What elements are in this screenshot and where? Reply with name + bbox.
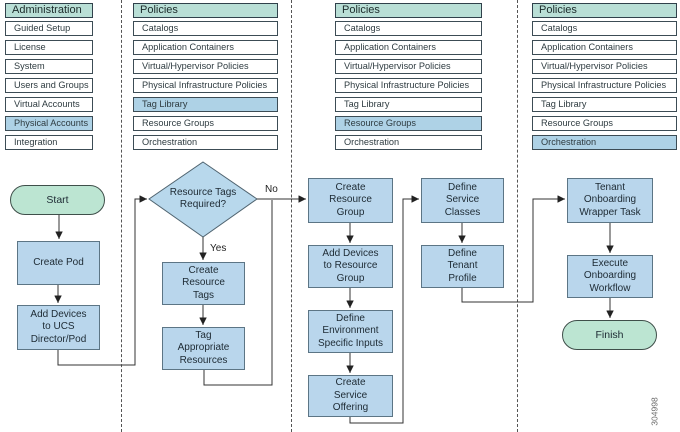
menu-item-catalogs[interactable]: Catalogs [335, 21, 482, 36]
flow-node-create-resource-group: Create Resource Group [308, 178, 393, 223]
menu-item-orchestration[interactable]: Orchestration [335, 135, 482, 150]
flow-node-resource-tags-required: Resource Tags Required? [169, 186, 237, 211]
menu-item-catalogs[interactable]: Catalogs [133, 21, 278, 36]
connector-profile-to-wrapper [461, 195, 565, 303]
panel-title-administration: Administration [5, 3, 93, 18]
panel-title-policies: Policies [532, 3, 677, 18]
flow-node-execute-onboarding-workflow: Execute Onboarding Workflow [567, 255, 653, 298]
figure-number: 304998 [649, 397, 660, 426]
menu-item-catalogs[interactable]: Catalogs [532, 21, 677, 36]
menu-item-orchestration[interactable]: Orchestration [133, 135, 278, 150]
menu-item-system[interactable]: System [5, 59, 93, 74]
menu-item-physical-accounts[interactable]: Physical Accounts [5, 116, 93, 131]
connector-offering-to-classes [349, 195, 419, 424]
panel-policies-2: Policies Catalogs Application Containers… [335, 3, 482, 154]
menu-item-orchestration[interactable]: Orchestration [532, 135, 677, 150]
menu-item-virtual-hypervisor-policies[interactable]: Virtual/Hypervisor Policies [335, 59, 482, 74]
menu-item-users-and-groups[interactable]: Users and Groups [5, 78, 93, 93]
flow-node-tag-appropriate-resources: Tag Appropriate Resources [162, 327, 245, 370]
menu-item-resource-groups[interactable]: Resource Groups [335, 116, 482, 131]
flow-node-define-tenant-profile: Define Tenant Profile [421, 245, 504, 288]
menu-item-license[interactable]: License [5, 40, 93, 55]
column-divider [291, 0, 292, 432]
menu-item-integration[interactable]: Integration [5, 135, 93, 150]
flow-node-start: Start [10, 185, 105, 215]
edge-label-yes: Yes [210, 243, 227, 254]
menu-item-tag-library[interactable]: Tag Library [532, 97, 677, 112]
menu-item-application-containers[interactable]: Application Containers [532, 40, 677, 55]
menu-item-virtual-accounts[interactable]: Virtual Accounts [5, 97, 93, 112]
column-divider [517, 0, 518, 432]
panel-policies-1: Policies Catalogs Application Containers… [133, 3, 278, 154]
menu-item-physical-infrastructure-policies[interactable]: Physical Infrastructure Policies [335, 78, 482, 93]
panel-title-policies: Policies [335, 3, 482, 18]
flow-node-create-service-offering: Create Service Offering [308, 375, 393, 417]
menu-item-resource-groups[interactable]: Resource Groups [532, 116, 677, 131]
menu-item-virtual-hypervisor-policies[interactable]: Virtual/Hypervisor Policies [532, 59, 677, 74]
column-divider [121, 0, 122, 432]
menu-item-tag-library[interactable]: Tag Library [335, 97, 482, 112]
connector-add-devices-to-decision [57, 195, 147, 366]
flow-node-add-devices-ucs: Add Devices to UCS Director/Pod [17, 305, 100, 350]
menu-item-tag-library[interactable]: Tag Library [133, 97, 278, 112]
menu-item-resource-groups[interactable]: Resource Groups [133, 116, 278, 131]
menu-item-application-containers[interactable]: Application Containers [335, 40, 482, 55]
menu-item-physical-infrastructure-policies[interactable]: Physical Infrastructure Policies [133, 78, 278, 93]
flow-node-tenant-onboarding-wrapper-task: Tenant Onboarding Wrapper Task [567, 178, 653, 223]
panel-administration: Administration Guided Setup License Syst… [5, 3, 93, 154]
connector-tag-resources-rejoin [203, 200, 273, 386]
menu-item-guided-setup[interactable]: Guided Setup [5, 21, 93, 36]
menu-item-virtual-hypervisor-policies[interactable]: Virtual/Hypervisor Policies [133, 59, 278, 74]
panel-title-policies: Policies [133, 3, 278, 18]
edge-label-no: No [265, 184, 278, 195]
menu-item-physical-infrastructure-policies[interactable]: Physical Infrastructure Policies [532, 78, 677, 93]
flow-node-create-pod: Create Pod [17, 241, 100, 285]
flow-node-create-resource-tags: Create Resource Tags [162, 262, 245, 305]
menu-item-application-containers[interactable]: Application Containers [133, 40, 278, 55]
flow-node-define-service-classes: Define Service Classes [421, 178, 504, 223]
flow-node-finish: Finish [562, 320, 657, 350]
flow-node-define-environment-specific-inputs: Define Environment Specific Inputs [308, 310, 393, 353]
flow-node-add-devices-resource-group: Add Devices to Resource Group [308, 245, 393, 288]
panel-policies-3: Policies Catalogs Application Containers… [532, 3, 677, 154]
